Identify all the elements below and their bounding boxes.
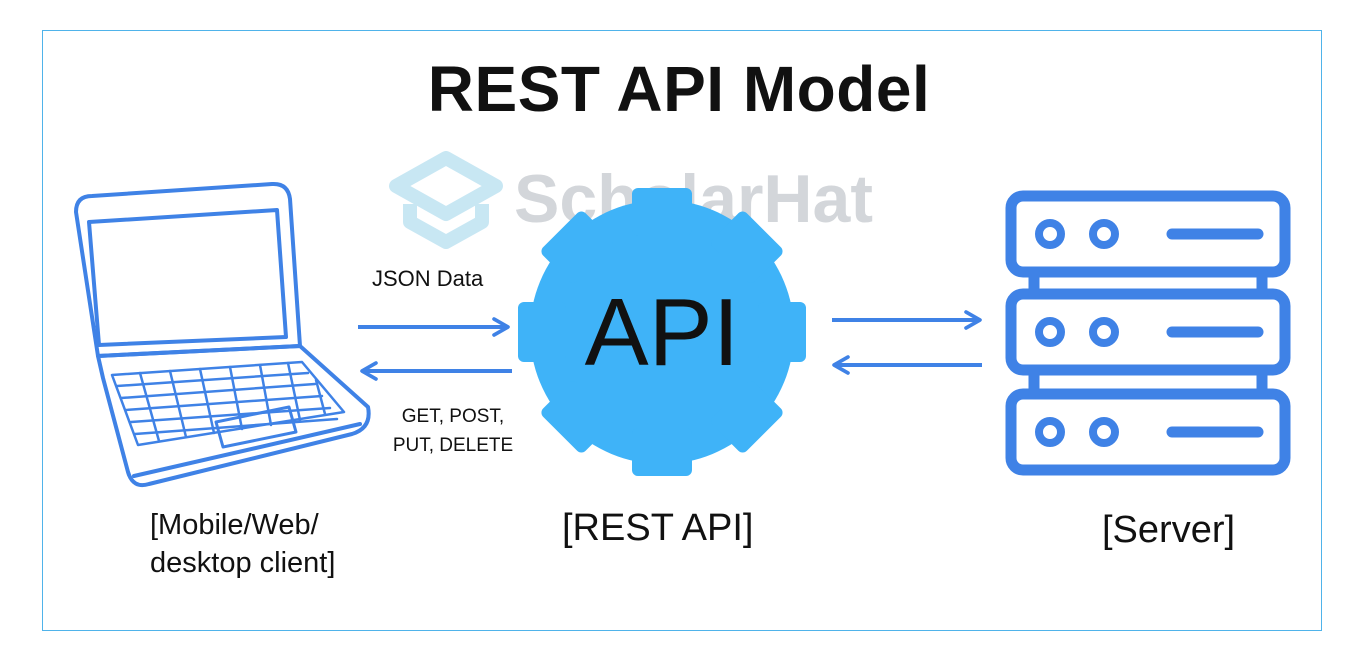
client-label-line-1: [Mobile/Web/	[150, 509, 319, 541]
client-label: [Mobile/Web/ desktop client]	[150, 506, 335, 582]
laptop-icon	[74, 181, 371, 488]
json-data-label: JSON Data	[372, 266, 484, 291]
diagram-frame	[42, 30, 1322, 631]
rest-api-label: [REST API]	[562, 507, 754, 549]
gear-icon	[518, 188, 806, 476]
server-rack-icon	[1005, 190, 1291, 476]
diagram-title: REST API Model	[427, 53, 931, 125]
client-label-line-2: desktop client]	[150, 547, 336, 579]
graduation-cap-icon	[389, 151, 503, 249]
server-label: [Server]	[1102, 509, 1236, 551]
gear-label: API	[585, 279, 740, 386]
http-methods-label: GET, POST, PUT, DELETE	[378, 402, 528, 460]
http-methods-line-1: GET, POST,	[401, 406, 505, 427]
http-methods-line-2: PUT, DELETE	[392, 435, 514, 456]
